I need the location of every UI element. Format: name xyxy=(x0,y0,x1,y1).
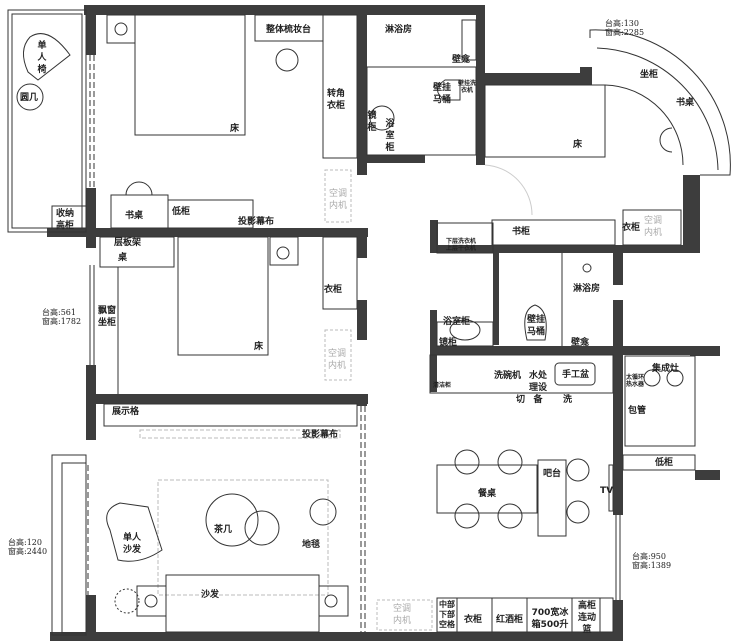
corner-wardrobe-label: 转角衣柜 xyxy=(326,89,345,111)
mirror-cabinet-label: 镜柜 xyxy=(367,111,377,133)
bath-vanity-label: 浴室柜 xyxy=(385,119,395,153)
coffee-table-label: 茶几 xyxy=(214,525,233,535)
toilet2-label: 壁挂马桶 xyxy=(526,315,545,337)
bay-seat-label: 飘窗坐柜 xyxy=(97,306,116,328)
second-desk-label: 桌 xyxy=(118,253,128,263)
second-window-sill: 台高:561 xyxy=(42,308,76,317)
shower2-label: 淋浴房 xyxy=(573,284,601,294)
dining-table-label: 餐桌 xyxy=(478,489,497,499)
vanity2-label: 浴室柜 xyxy=(443,317,471,327)
vanity-label: 整体梳妆台 xyxy=(266,25,312,35)
sink-label: 手工盆 xyxy=(562,370,590,380)
east-wardrobe-label: 衣柜 xyxy=(622,223,641,233)
tv-label: TV xyxy=(600,486,614,496)
bookcase-label: 书柜 xyxy=(512,227,531,237)
cut-zone-label: 切 xyxy=(516,395,526,405)
display-shelf-label: 展示格 xyxy=(112,407,140,417)
rug-label: 地毯 xyxy=(302,540,321,550)
east-window-sill: 台高:130 xyxy=(605,19,639,28)
seat-cabinet-label: 坐柜 xyxy=(640,70,659,80)
east-window-height: 窗高:2285 xyxy=(605,28,645,37)
shelf-label: 层板架 xyxy=(114,238,142,248)
mirror2-label: 镜柜 xyxy=(439,338,458,348)
laundry-line1: 下层洗衣机 xyxy=(446,238,477,245)
second-bed-label: 床 xyxy=(254,342,264,352)
cleaning-cabinet-label: 清洁柜 xyxy=(433,382,452,389)
projector-screen-label: 投影幕布 xyxy=(238,217,275,227)
dining-low-cabinet-label: 低柜 xyxy=(655,458,674,468)
bottom-ac-unit-label: 空调内机 xyxy=(392,604,411,626)
furniture-lines xyxy=(7,9,731,636)
water-heater-label: 太循环热水器 xyxy=(626,374,645,388)
walls xyxy=(47,5,720,641)
sofa-label: 沙发 xyxy=(201,590,220,600)
bar-label: 吧台 xyxy=(543,469,562,479)
lounge-chair-label: 单人椅 xyxy=(37,41,47,75)
dining-window-height: 窗高:1389 xyxy=(632,561,672,570)
wine-cabinet-label: 红酒柜 xyxy=(496,615,524,625)
open-shelf-label: 中部下部空格 xyxy=(439,600,455,629)
laundry-line2: 上层干衣机 xyxy=(446,245,477,252)
living-window-sill: 台高:120 xyxy=(8,538,42,547)
fridge-label: 700宽冰箱500升 xyxy=(531,608,569,630)
second-ac-unit-label: 空调内机 xyxy=(327,349,346,371)
toilet-label: 壁挂马桶 xyxy=(432,83,451,105)
low-cabinet-label: 低柜 xyxy=(172,207,191,217)
ac-unit-label: 空调内机 xyxy=(328,189,347,211)
shower-label: 淋浴房 xyxy=(385,25,413,35)
east-desk-label: 书桌 xyxy=(676,98,695,108)
armchair-label: 单人沙发 xyxy=(122,533,141,555)
niche2-label: 壁龛 xyxy=(571,338,590,348)
dishwasher-label: 洗碗机 xyxy=(494,371,522,381)
washer-label: 壁挂洗衣机 xyxy=(457,80,476,94)
pipe-label: 包管 xyxy=(628,406,647,416)
east-ac-unit-label: 空调内机 xyxy=(643,216,662,238)
dining-window-sill: 台高:950 xyxy=(632,552,666,561)
storage-cabinet-label: 收纳高柜 xyxy=(55,209,74,231)
living-projector-label: 投影幕布 xyxy=(302,430,339,440)
tall-cabinet-label: 高柜连动篮 xyxy=(577,601,596,635)
east-bed-label: 床 xyxy=(573,140,583,150)
master-bed-label: 床 xyxy=(230,124,240,134)
water-treatment-label: 水处理设备 xyxy=(528,371,547,405)
wash-zone-label: 洗 xyxy=(563,395,573,405)
second-window-height: 窗高:1782 xyxy=(42,317,82,326)
round-table-label: 圆几 xyxy=(20,93,39,103)
living-window-height: 窗高:2440 xyxy=(8,547,48,556)
stove-label: 集成灶 xyxy=(652,364,680,374)
bottom-wardrobe-label: 衣柜 xyxy=(464,615,483,625)
niche-label: 壁龛 xyxy=(452,55,471,65)
second-wardrobe-label: 衣柜 xyxy=(324,285,343,295)
desk-label: 书桌 xyxy=(125,211,144,221)
